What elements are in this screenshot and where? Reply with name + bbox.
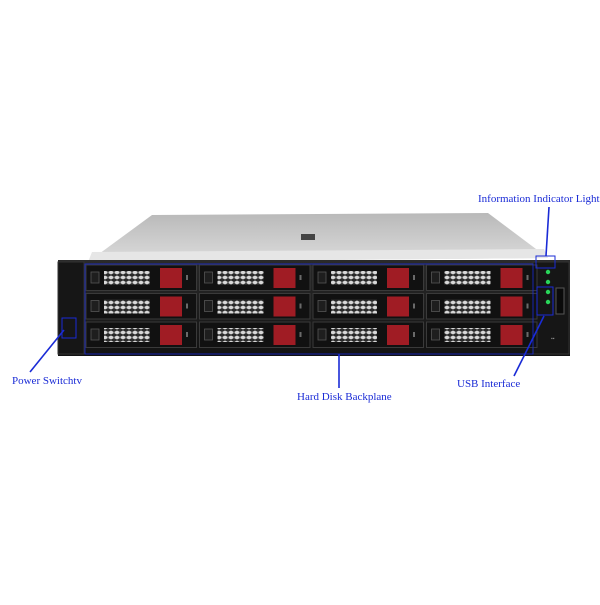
- leader-lines: [29, 206, 550, 388]
- indicator-led: [545, 269, 551, 275]
- drive-bay: [199, 293, 311, 320]
- drive-release-button: [431, 271, 440, 284]
- drive-bay: [312, 321, 424, 348]
- lid-label: [301, 234, 315, 240]
- drive-bay: [426, 264, 538, 291]
- drive-activity-led: [526, 275, 529, 280]
- drive-activity-led: [299, 332, 302, 337]
- drive-release-button: [204, 271, 213, 284]
- drive-latch: [273, 268, 296, 288]
- drive-latch: [160, 325, 182, 345]
- indicator-led: [545, 289, 551, 295]
- drive-bay: [199, 321, 311, 348]
- drive-vent-grille: [104, 299, 150, 314]
- drive-vent-grille: [104, 328, 150, 342]
- drive-release-button: [317, 328, 327, 341]
- drive-release-button: [317, 271, 327, 284]
- drive-bay: [85, 293, 197, 320]
- drive-activity-led: [186, 332, 188, 337]
- drive-bay: [426, 321, 538, 348]
- annotation-box-usb: [536, 286, 554, 316]
- drive-bay: [312, 264, 424, 291]
- drive-vent-grille: [331, 271, 377, 285]
- label-information-indicator-light: Information Indicator Light: [478, 193, 600, 205]
- drive-bay: [312, 293, 424, 320]
- drive-activity-led: [299, 303, 302, 309]
- drive-activity-led: [526, 332, 529, 337]
- drive-latch: [160, 268, 182, 288]
- drive-release-button: [204, 300, 213, 312]
- drive-vent-grille: [217, 328, 264, 342]
- annotation-box-power-switch: [61, 317, 77, 339]
- drive-release-button: [90, 300, 100, 312]
- drive-latch: [500, 325, 523, 345]
- drive-latch: [273, 325, 296, 345]
- drive-release-button: [204, 328, 213, 341]
- leader-usb: [513, 315, 545, 377]
- drive-latch: [500, 296, 523, 317]
- drive-vent-grille: [217, 299, 264, 314]
- annotation-box-hdd-backplane: [84, 263, 534, 355]
- drive-activity-led: [186, 303, 188, 309]
- drive-latch: [387, 296, 409, 317]
- drive-latch: [160, 296, 182, 317]
- drive-bay: [199, 264, 311, 291]
- drive-vent-grille: [444, 271, 491, 285]
- drive-vent-grille: [217, 271, 264, 285]
- label-power-switch: Power Switchtv: [12, 375, 82, 387]
- drive-bay-grid: [85, 264, 538, 348]
- chassis-top-ridge: [88, 249, 548, 262]
- drive-release-button: [90, 271, 100, 284]
- drive-release-button: [90, 328, 100, 341]
- drive-latch: [387, 268, 409, 288]
- drive-release-button: [317, 300, 327, 312]
- drive-bay: [85, 321, 197, 348]
- indicator-led: [545, 299, 551, 305]
- drive-bay: [85, 264, 197, 291]
- leader-power-switch: [29, 329, 65, 373]
- label-usb-interface: USB Interface: [457, 378, 521, 390]
- drive-vent-grille: [444, 328, 491, 342]
- left-ear: [57, 261, 85, 355]
- drive-activity-led: [413, 332, 415, 337]
- usb-port: [555, 287, 565, 315]
- drive-vent-grille: [331, 299, 377, 314]
- drive-activity-led: [186, 275, 188, 280]
- annotation-box-info-light: [535, 255, 556, 269]
- leader-info-light: [545, 206, 550, 257]
- drive-activity-led: [526, 303, 529, 309]
- drive-activity-led: [299, 275, 302, 280]
- drive-latch: [500, 268, 523, 288]
- drive-vent-grille: [104, 271, 150, 285]
- drive-latch: [387, 325, 409, 345]
- drive-release-button: [431, 328, 440, 341]
- drive-activity-led: [413, 275, 415, 280]
- drive-activity-led: [413, 303, 415, 309]
- drive-latch: [273, 296, 296, 317]
- drive-vent-grille: [331, 328, 377, 342]
- drive-vent-grille: [444, 299, 491, 314]
- annotation-layer: [61, 255, 556, 355]
- indicator-led: [545, 279, 551, 285]
- drive-bay: [426, 293, 538, 320]
- brand-mark: ▪▪: [551, 336, 555, 342]
- label-hard-disk-backplane: Hard Disk Backplane: [297, 391, 392, 403]
- drive-release-button: [431, 300, 440, 312]
